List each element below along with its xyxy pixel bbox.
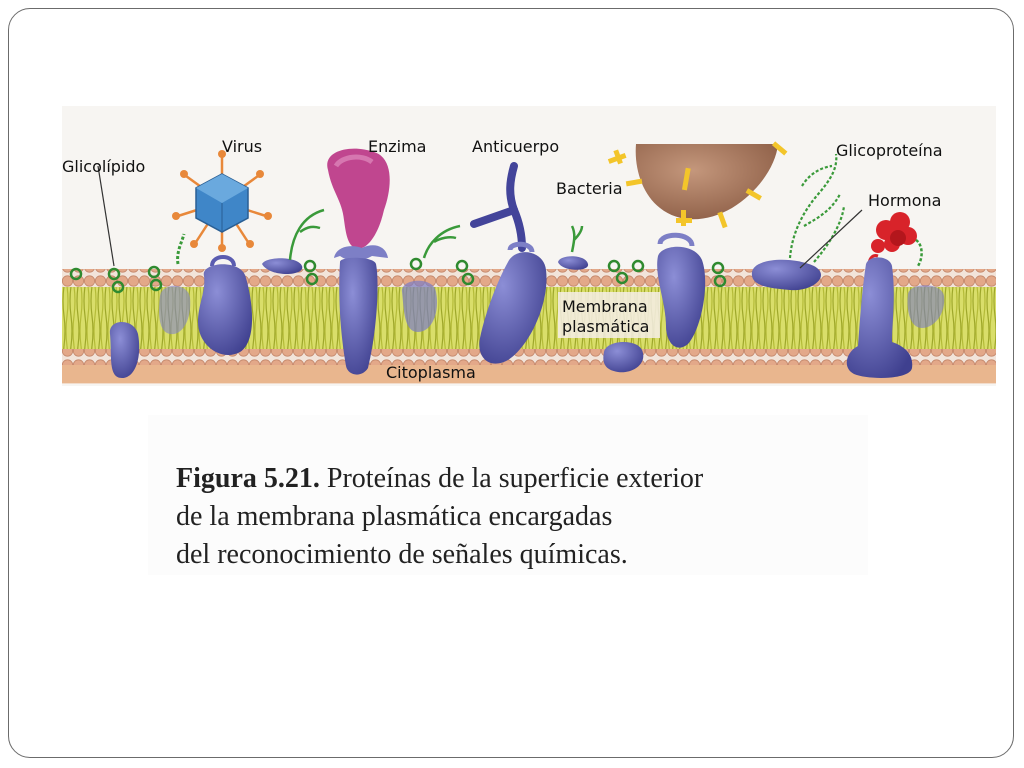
virus-sugar-chain: [176, 233, 186, 265]
membrane-figure: Glicolípido Virus Enzima Anticuerpo Bact…: [62, 106, 996, 386]
label-membrana-bg: [558, 292, 660, 338]
figure-caption: Figura 5.21. Proteínas de la superficie …: [176, 460, 856, 574]
label-citoplasma: Citoplasma: [386, 363, 476, 382]
caption-line-3: del reconocimiento de señales químicas.: [176, 539, 628, 570]
caption-line-2: de la membrana plasmática encargadas: [176, 501, 613, 532]
enzyme-icon: [327, 148, 390, 249]
protein-faint-3: [907, 285, 945, 328]
hormone-icon: [871, 212, 917, 253]
protein-bottom-middle: [603, 341, 644, 373]
glycolipid-leader: [97, 165, 115, 267]
bacteria-icon: [607, 141, 788, 229]
label-hormona: Hormona: [868, 191, 941, 210]
bacteria-receptor-protein: [657, 246, 706, 348]
label-anticuerpo: Anticuerpo: [472, 137, 559, 156]
surface-protein-1: [262, 258, 303, 274]
antibody-receptor-cup: [507, 241, 535, 253]
label-virus: Virus: [222, 137, 262, 156]
protein-bottom-left: [109, 322, 140, 378]
caption-line-1: Figura 5.21. Proteínas de la superficie …: [176, 460, 856, 498]
label-membrana-line2: plasmática: [562, 317, 649, 336]
virus-receptor-cup: [210, 255, 236, 267]
sugar-branch-3: [570, 225, 584, 253]
hormone-receptor-protein: [846, 257, 913, 378]
glycoprotein-sugar-chains: [788, 153, 846, 263]
antibody-receptor-protein: [479, 252, 547, 364]
caption-background: [148, 415, 868, 575]
glycoprotein-protein: [751, 259, 821, 291]
sugar-branch-2: [422, 224, 461, 259]
label-glicolipido: Glicolípido: [62, 157, 145, 176]
virus-receptor-protein: [198, 264, 253, 356]
enzyme-binding-site: [334, 245, 388, 261]
caption-figure-number: Figura 5.21.: [176, 463, 320, 494]
label-enzima: Enzima: [368, 137, 426, 156]
enzyme-channel-protein: [339, 257, 378, 375]
sugar-branch-1: [288, 208, 325, 261]
caption-line-1-text: Proteínas de la superficie exterior: [319, 463, 704, 494]
glycolipid-sugars: [69, 257, 727, 294]
bacteria-receptor-cup: [657, 232, 695, 247]
membrane-diagram: Glicolípido Virus Enzima Anticuerpo Bact…: [62, 106, 996, 386]
virus-icon: [172, 150, 272, 252]
protein-faint-2: [401, 280, 438, 332]
label-membrana-line1: Membrana: [562, 297, 648, 316]
sugar-branch-4: [915, 238, 923, 267]
protein-faint-1: [159, 285, 191, 335]
glycoprotein-leader: [799, 209, 863, 269]
label-glicoproteina: Glicoproteína: [836, 141, 943, 160]
label-bacteria: Bacteria: [556, 179, 623, 198]
surface-protein-2: [558, 256, 589, 270]
